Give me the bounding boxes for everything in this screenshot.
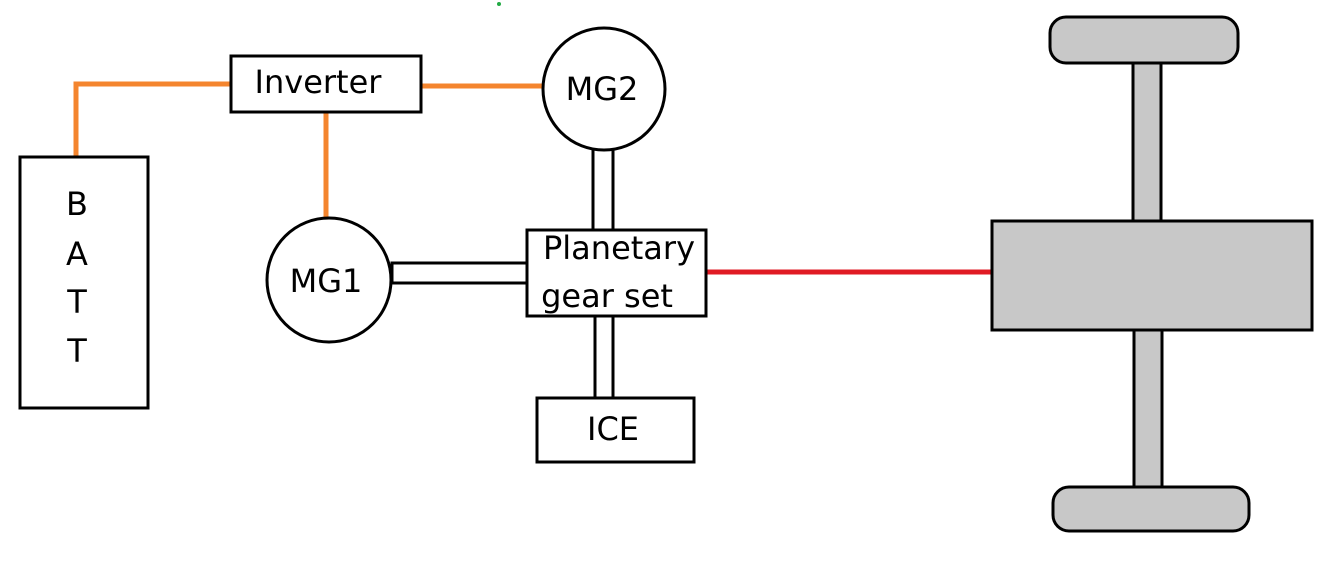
upper-axle-shaft (1131, 60, 1163, 224)
battery-block: B A T T (18, 155, 150, 410)
battery-letter-3: T (66, 283, 87, 321)
planetary-label-line1: Planetary (543, 229, 695, 267)
battery-letter-1: B (66, 185, 88, 223)
ice-block: ICE (535, 396, 696, 464)
mg2-label: MG2 (566, 70, 639, 108)
inverter-label: Inverter (255, 63, 383, 101)
rear-wheel (1051, 485, 1251, 533)
mg2-planetary-shaft (591, 144, 615, 233)
mg1-planetary-shaft (390, 261, 530, 285)
planetary-ice-shaft (593, 314, 615, 400)
mg2-node: MG2 (541, 26, 667, 152)
planetary-label-line2: gear set (541, 277, 673, 315)
batt-inverter-link (73, 81, 231, 156)
mg1-label: MG1 (290, 262, 363, 300)
lower-axle-shaft (1132, 327, 1164, 491)
mg1-node: MG1 (265, 216, 393, 344)
battery-letter-2: A (66, 235, 88, 273)
front-wheel (1048, 15, 1240, 65)
planetary-gear-block: Planetary gear set (525, 228, 708, 318)
differential-block (990, 219, 1314, 332)
accent-dot (497, 2, 501, 6)
ice-label: ICE (587, 410, 639, 448)
inverter-block: Inverter (229, 54, 423, 114)
axle-assembly (990, 15, 1314, 533)
battery-letter-4: T (66, 332, 87, 370)
